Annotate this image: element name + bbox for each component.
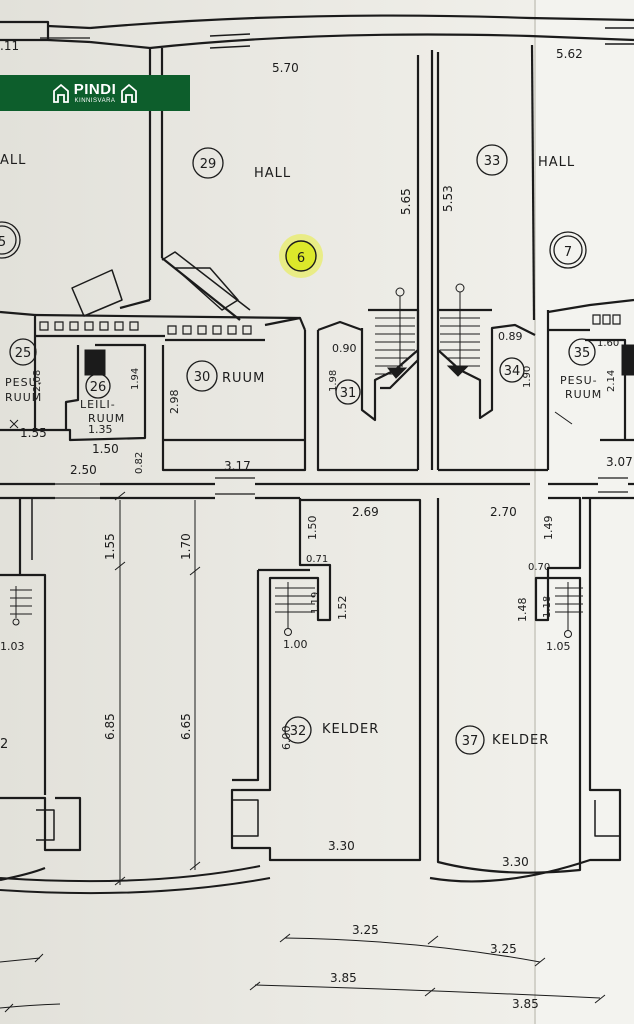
room-number: 33 bbox=[484, 154, 501, 169]
dimension: 2.98 bbox=[168, 390, 181, 415]
room-label: ALL bbox=[0, 153, 26, 168]
room-number: 26 bbox=[90, 380, 107, 395]
room-label: LEILI- bbox=[80, 398, 116, 411]
room-label: PESU- bbox=[5, 376, 43, 389]
dimension: 1.18 bbox=[542, 596, 553, 618]
room-label: RUUM bbox=[5, 391, 42, 404]
room-label: RUUM bbox=[88, 412, 125, 425]
dimension: 1.52 bbox=[336, 596, 349, 621]
dimension: 5.62 bbox=[556, 47, 583, 61]
dimension: 3.85 bbox=[330, 971, 357, 985]
window-rows bbox=[39, 37, 628, 499]
room-label: HALL bbox=[254, 166, 291, 181]
dimension: 3.07 bbox=[606, 455, 633, 469]
dimension: 1.05 bbox=[546, 640, 571, 653]
marker-circle bbox=[285, 240, 317, 272]
dimension: 6.85 bbox=[103, 713, 117, 740]
dimension: 1.60 bbox=[597, 338, 619, 349]
room-number: 31 bbox=[340, 386, 357, 401]
room-number: 29 bbox=[200, 157, 217, 172]
dimension: 2.14 bbox=[606, 370, 617, 392]
dimension-lines bbox=[0, 411, 606, 1013]
dimension: 3.30 bbox=[502, 855, 529, 869]
dimension: 5.70 bbox=[272, 61, 299, 75]
room-number: 2 bbox=[0, 737, 8, 752]
dimension: 6.00 bbox=[280, 726, 293, 751]
dimension: 1.35 bbox=[88, 423, 113, 436]
dimension: 6.65 bbox=[179, 713, 193, 740]
dimension: 0.90 bbox=[332, 342, 357, 355]
dimension: 0.70 bbox=[528, 562, 550, 573]
room-number: 7 bbox=[564, 245, 572, 260]
dimension: 1.70 bbox=[179, 533, 193, 560]
house-icon bbox=[121, 83, 138, 103]
room-number: 5 bbox=[0, 235, 6, 250]
logo-name: PINDI bbox=[73, 81, 117, 98]
stairs bbox=[10, 283, 634, 638]
dimension: 0.89 bbox=[498, 330, 523, 343]
room-number-circles bbox=[0, 144, 596, 755]
dimension: 1.55 bbox=[20, 426, 47, 440]
dimension: 1.55 bbox=[103, 533, 117, 560]
pindi-logo: PINDI KINNISVARA bbox=[0, 75, 190, 111]
dimension: 2.70 bbox=[490, 505, 517, 519]
dimension: 3.25 bbox=[490, 942, 517, 956]
room-label: HALL bbox=[538, 155, 575, 170]
room-number: 32 bbox=[290, 724, 307, 739]
dimension: 1.00 bbox=[283, 638, 308, 651]
dimension: 0.82 bbox=[134, 452, 145, 474]
dimension: 1.48 bbox=[516, 598, 529, 623]
room-number: 25 bbox=[15, 346, 32, 361]
dimension: 3.17 bbox=[224, 459, 251, 473]
room-label: RUUM bbox=[565, 388, 602, 401]
dimension: 1.50 bbox=[306, 516, 319, 541]
logo-sub: KINNISVARA bbox=[74, 98, 116, 104]
logo-text: PINDI KINNISVARA bbox=[74, 82, 117, 104]
house-icon bbox=[52, 83, 69, 103]
dimension: 0.71 bbox=[306, 554, 328, 565]
dimension: 2.69 bbox=[352, 505, 379, 519]
room-number: 30 bbox=[194, 370, 211, 385]
dimension: 3.25 bbox=[352, 923, 379, 937]
room-label: RUUM bbox=[222, 371, 265, 386]
room-number: 35 bbox=[574, 346, 591, 361]
dimension: 2.08 bbox=[32, 370, 43, 392]
dimension: 1.49 bbox=[542, 516, 555, 541]
room-label: KELDER bbox=[322, 722, 379, 737]
marker-label: 6 bbox=[297, 251, 305, 266]
room-number: 34 bbox=[504, 364, 521, 379]
dimension: 1.90 bbox=[522, 366, 533, 388]
paper-fold bbox=[535, 0, 634, 1024]
dimension: 5.53 bbox=[441, 185, 455, 212]
dimension: 5.65 bbox=[399, 188, 413, 215]
dimension: .11 bbox=[0, 39, 19, 53]
dimension: 1.50 bbox=[92, 442, 119, 456]
dimension: 2.50 bbox=[70, 463, 97, 477]
dimension: 1.94 bbox=[130, 368, 141, 390]
room-label: KELDER bbox=[492, 733, 549, 748]
room-label: PESU- bbox=[560, 374, 598, 387]
dimension: 1.98 bbox=[328, 370, 339, 392]
dimension: 3.30 bbox=[328, 839, 355, 853]
dimension: 1.19 bbox=[310, 592, 321, 614]
dimension: 3.85 bbox=[512, 997, 539, 1011]
room-number: 37 bbox=[462, 734, 479, 749]
dimension: 1.03 bbox=[0, 640, 25, 653]
